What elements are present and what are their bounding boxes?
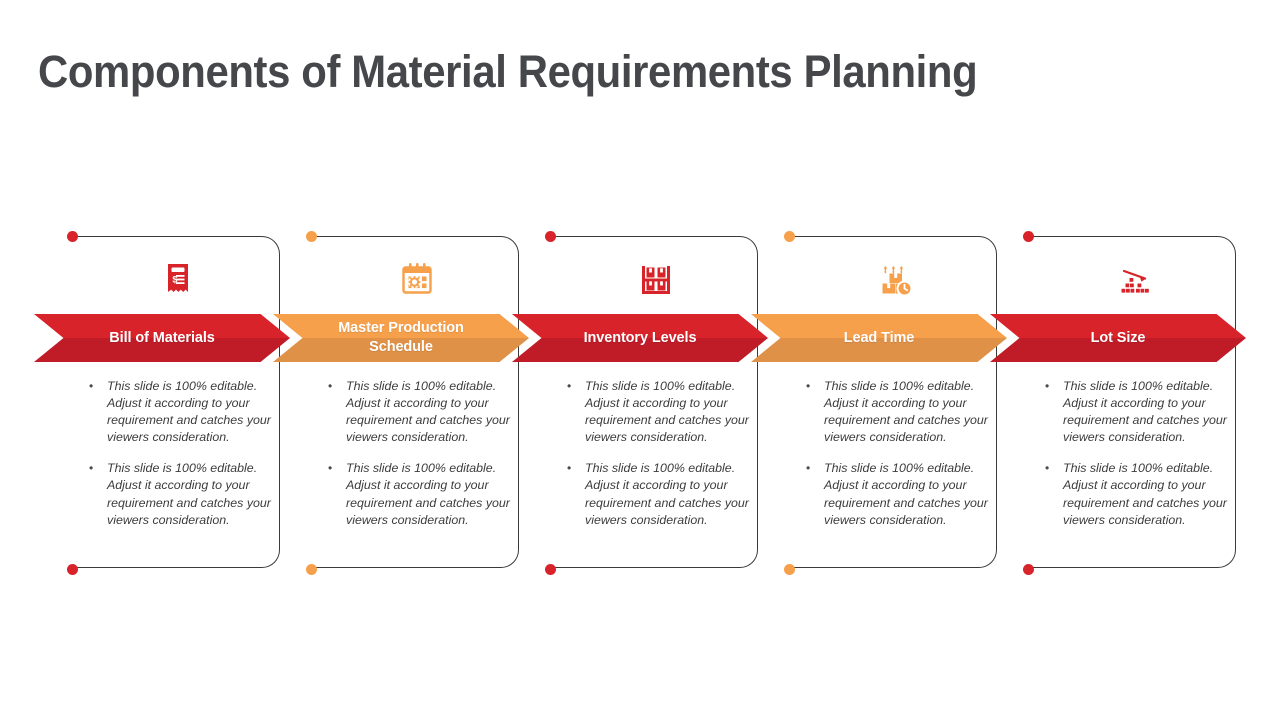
list-item: • This slide is 100% editable. Adjust it …: [558, 460, 756, 528]
chevron-banner-1[interactable]: Bill of Materials: [34, 314, 290, 362]
banner-top-band: [512, 314, 768, 338]
component-card-5[interactable]: Lot Size • This slide is 100% editable. Ad…: [990, 231, 1253, 575]
page-title: Components of Material Requirements Plan…: [38, 46, 978, 97]
connector-dot-bottom: [784, 564, 795, 575]
bullet-dot-icon: •: [806, 379, 811, 393]
declining-blocks-arrow-icon: [1014, 252, 1253, 308]
bullet-list: • This slide is 100% editable. Adjust it …: [797, 378, 995, 529]
list-item: • This slide is 100% editable. Adjust it …: [797, 460, 995, 528]
bullet-dot-icon: •: [1045, 379, 1050, 393]
banner-bottom-band: [990, 338, 1246, 362]
banner-bottom-band: [751, 338, 1007, 362]
chevron-banner-2[interactable]: Master Production Schedule: [273, 314, 529, 362]
bullet-list: • This slide is 100% editable. Adjust it …: [80, 378, 278, 529]
list-item: • This slide is 100% editable. Adjust it …: [319, 378, 517, 446]
component-card-2[interactable]: Master Production Schedule • This slide is…: [273, 231, 536, 575]
banner-label: Lot Size: [1090, 329, 1146, 346]
banner-label: Inventory Levels: [583, 329, 697, 346]
banner-top-band: [273, 314, 529, 338]
bullet-text: This slide is 100% editable. Adjust it a…: [824, 379, 988, 445]
bullet-text: This slide is 100% editable. Adjust it a…: [346, 379, 510, 445]
bullet-dot-icon: •: [89, 379, 94, 393]
bullet-dot-icon: •: [328, 461, 333, 476]
chevron-banner-3[interactable]: Inventory Levels: [512, 314, 768, 362]
list-item: • This slide is 100% editable. Adjust it …: [1036, 460, 1234, 528]
banner-top-band: [34, 314, 290, 338]
bullet-text: This slide is 100% editable. Adjust it a…: [585, 379, 749, 445]
banner-label: Master Production Schedule: [338, 320, 464, 355]
banner-label: Lead Time: [843, 329, 915, 346]
bullet-text: This slide is 100% editable. Adjust it a…: [346, 461, 510, 527]
bullet-list: • This slide is 100% editable. Adjust it …: [558, 378, 756, 529]
bullet-dot-icon: •: [567, 461, 572, 476]
banner-bottom-band: [273, 338, 529, 362]
banner-label: Bill of Materials: [109, 329, 215, 346]
connector-dot-bottom: [67, 564, 78, 575]
connector-dot-bottom: [306, 564, 317, 575]
connector-dot-bottom: [1023, 564, 1034, 575]
component-card-4[interactable]: Lead Time • This slide is 100% editable. A…: [751, 231, 1014, 575]
component-card-3[interactable]: Inventory Levels • This slide is 100% edit…: [512, 231, 775, 575]
bullet-dot-icon: •: [806, 461, 811, 476]
banner-bottom-band: [34, 338, 290, 362]
component-card-1[interactable]: $ Bill of Materials • This slide is 100% ed…: [34, 231, 297, 575]
bullet-list: • This slide is 100% editable. Adjust it …: [1036, 378, 1234, 529]
bullet-text: This slide is 100% editable. Adjust it a…: [107, 461, 271, 527]
warehouse-shelf-icon: [536, 252, 775, 308]
boxes-clock-icon: [775, 252, 1014, 308]
list-item: • This slide is 100% editable. Adjust it …: [558, 378, 756, 446]
connector-dot-top: [1023, 231, 1034, 242]
connector-dot-top: [67, 231, 78, 242]
chevron-banner-5[interactable]: Lot Size: [990, 314, 1246, 362]
bullet-text: This slide is 100% editable. Adjust it a…: [107, 379, 271, 445]
bullet-text: This slide is 100% editable. Adjust it a…: [585, 461, 749, 527]
bullet-text: This slide is 100% editable. Adjust it a…: [824, 461, 988, 527]
list-item: • This slide is 100% editable. Adjust it …: [80, 378, 278, 446]
bullet-text: This slide is 100% editable. Adjust it a…: [1063, 379, 1227, 445]
list-item: • This slide is 100% editable. Adjust it …: [797, 378, 995, 446]
connector-dot-top: [545, 231, 556, 242]
banner-top-band: [751, 314, 1007, 338]
connector-dot-top: [306, 231, 317, 242]
chevron-banner-4[interactable]: Lead Time: [751, 314, 1007, 362]
calendar-gear-icon: [297, 252, 536, 308]
list-item: • This slide is 100% editable. Adjust it …: [319, 460, 517, 528]
connector-dot-bottom: [545, 564, 556, 575]
invoice-receipt-icon: $: [58, 252, 297, 308]
list-item: • This slide is 100% editable. Adjust it …: [80, 460, 278, 528]
bullet-dot-icon: •: [89, 461, 94, 476]
bullet-dot-icon: •: [328, 379, 333, 393]
bullet-dot-icon: •: [567, 379, 572, 393]
connector-dot-top: [784, 231, 795, 242]
list-item: • This slide is 100% editable. Adjust it …: [1036, 378, 1234, 446]
banner-top-band: [990, 314, 1246, 338]
bullet-text: This slide is 100% editable. Adjust it a…: [1063, 461, 1227, 527]
bullet-list: • This slide is 100% editable. Adjust it …: [319, 378, 517, 529]
banner-bottom-band: [512, 338, 768, 362]
svg-text:$: $: [172, 274, 177, 284]
bullet-dot-icon: •: [1045, 461, 1050, 476]
